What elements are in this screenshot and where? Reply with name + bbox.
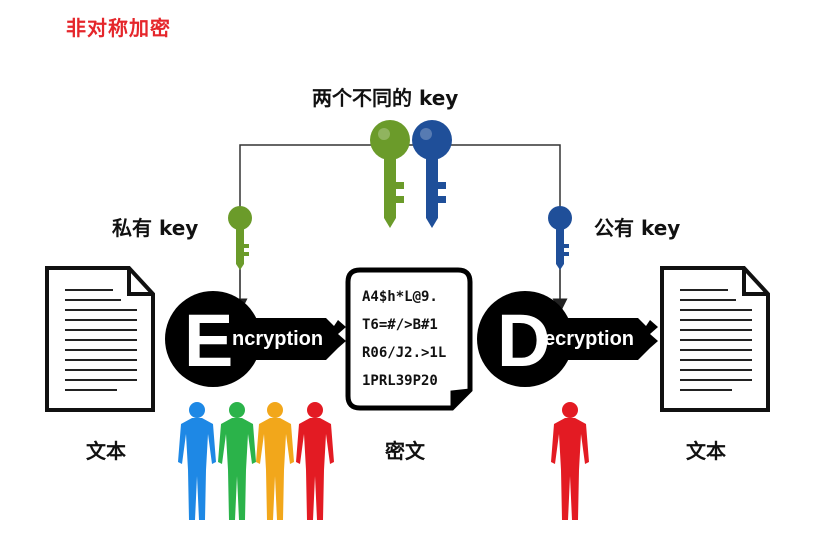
ciphertext-label: 密文 bbox=[385, 439, 425, 463]
person-icon-green bbox=[218, 402, 256, 520]
private-key-label: 私有 key bbox=[112, 216, 199, 240]
decryption-initial: D bbox=[497, 299, 550, 382]
ciphertext-box: A4$h*L@9. T6=#/>B#1 R06/J2.>1L 1PRL39P20 bbox=[345, 267, 473, 411]
decryption-word: ecryption bbox=[544, 328, 634, 350]
encryption-word: ncryption bbox=[232, 328, 323, 350]
encryption-initial: E bbox=[184, 299, 233, 382]
person-icon-orange bbox=[256, 402, 294, 520]
right-document-label: 文本 bbox=[686, 439, 726, 463]
blue-key-icon bbox=[412, 120, 452, 228]
decryption-key-shape: D ecryption bbox=[477, 291, 658, 387]
ciphertext-line: T6=#/>B#1 bbox=[362, 317, 438, 333]
green-key-icon bbox=[370, 120, 410, 228]
public-key-label: 公有 key bbox=[594, 216, 681, 240]
plaintext-document-icon bbox=[45, 266, 155, 412]
left-document-label: 文本 bbox=[86, 439, 126, 463]
public-key-icon bbox=[548, 206, 572, 270]
ciphertext-line: A4$h*L@9. bbox=[362, 289, 438, 305]
person-icon-red bbox=[296, 402, 334, 520]
person-icon-blue bbox=[178, 402, 216, 520]
plaintext-document-icon bbox=[660, 266, 770, 412]
person-icon-red bbox=[551, 402, 589, 520]
page-title: 非对称加密 bbox=[66, 16, 171, 40]
encryption-key-shape: E ncryption bbox=[165, 291, 346, 387]
keys-caption: 两个不同的 key bbox=[312, 86, 459, 110]
ciphertext-line: 1PRL39P20 bbox=[362, 373, 438, 389]
ciphertext-line: R06/J2.>1L bbox=[362, 345, 446, 361]
private-key-icon bbox=[228, 206, 252, 270]
